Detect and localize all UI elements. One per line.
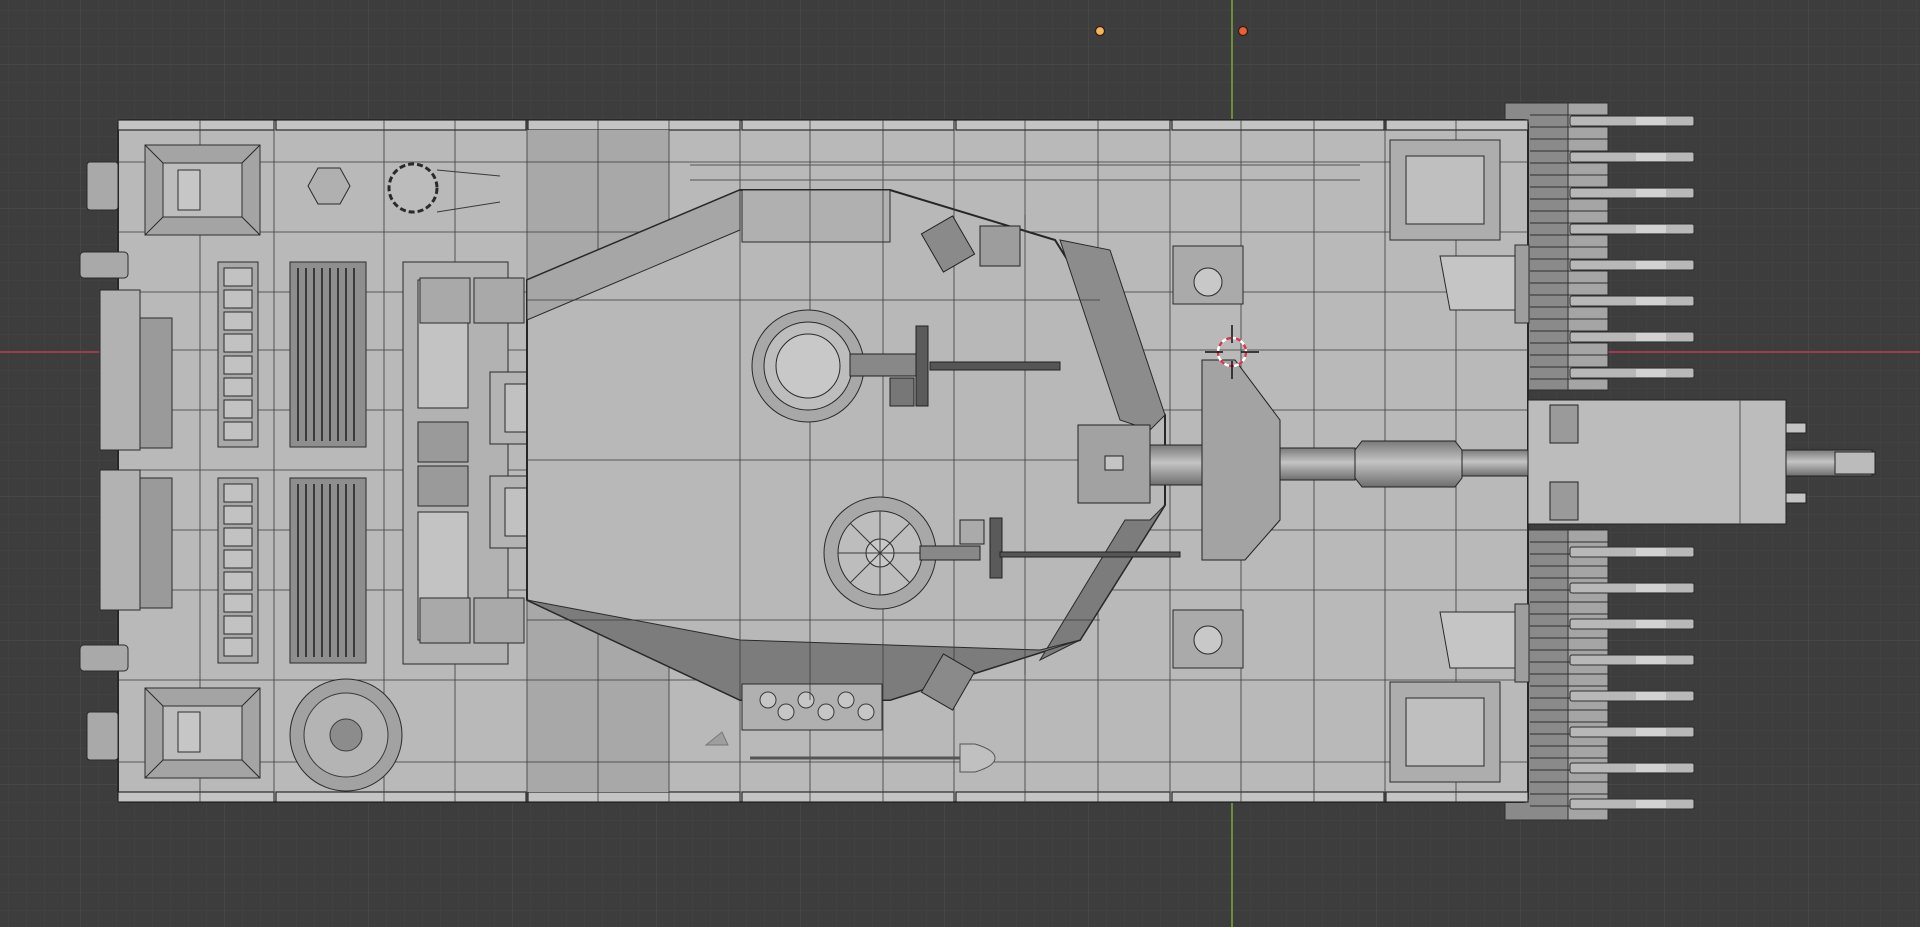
smoke-launchers [920, 215, 1021, 711]
periscope-top [1172, 245, 1244, 305]
tank-mesh[interactable] [79, 102, 1876, 821]
front-hatch-bottom [144, 687, 261, 779]
object-origin-point[interactable] [1094, 25, 1106, 37]
hull-rim [117, 119, 1529, 803]
active-object-origin-point[interactable] [1237, 25, 1249, 37]
cable [436, 169, 501, 177]
rear-tracks-bottom [1504, 529, 1695, 821]
front-lights [79, 161, 173, 761]
rear-box [1527, 399, 1807, 525]
turret-bin-top [741, 189, 891, 243]
front-corner-boxes [690, 139, 1530, 783]
loader-cupola [823, 496, 937, 610]
side-vents [217, 261, 259, 664]
periscope-bottom [1172, 609, 1244, 669]
fuel-cap-hex [307, 167, 351, 205]
turret-wall-bottom [1038, 504, 1166, 662]
3d-cursor-icon[interactable] [1205, 325, 1259, 379]
turret-wireframe [527, 190, 1165, 700]
cable [436, 201, 501, 213]
turret-wall-top [1059, 239, 1166, 431]
gunner-sight [1201, 359, 1281, 561]
machine-gun-top [849, 325, 1061, 407]
pioneer-tools [704, 731, 996, 773]
tow-ring [387, 162, 439, 214]
machine-gun-bottom [919, 517, 1181, 579]
commander-cupola [751, 309, 865, 423]
engine-grilles [289, 261, 367, 664]
front-hatch-top [144, 144, 261, 236]
smoke-grenades [759, 691, 875, 721]
